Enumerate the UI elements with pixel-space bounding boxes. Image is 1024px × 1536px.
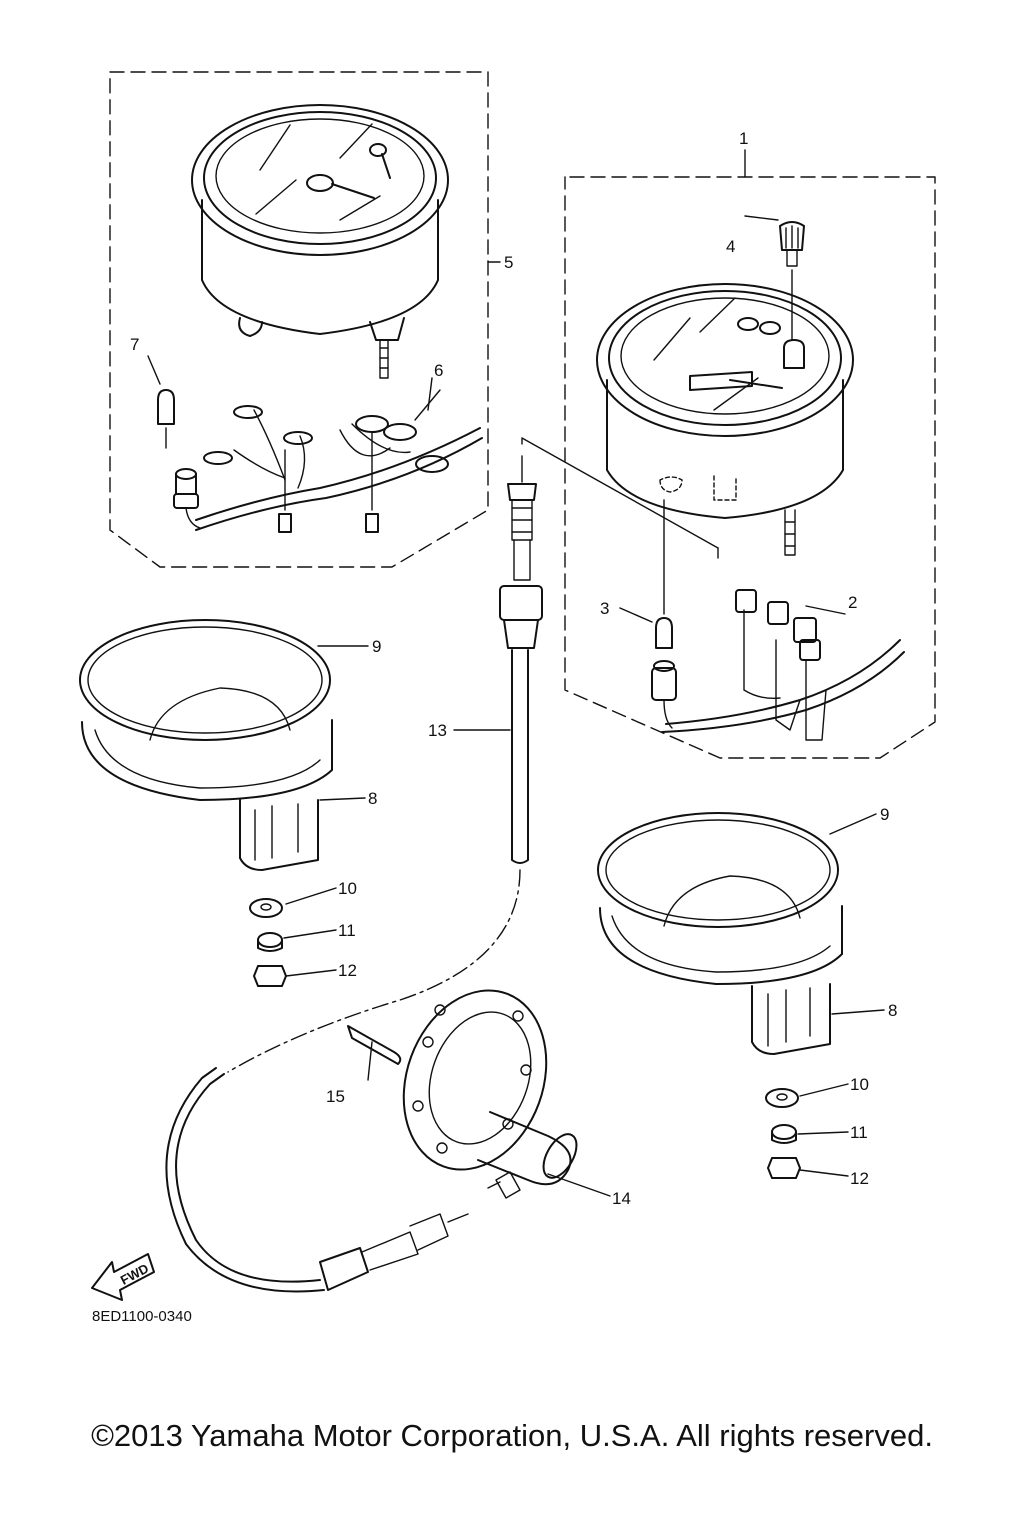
bulb-7 xyxy=(147,355,175,449)
callout-4: 4 xyxy=(726,237,735,256)
callout-6: 6 xyxy=(434,361,443,380)
callout-15: 15 xyxy=(326,1087,345,1106)
bulb-3 xyxy=(651,499,677,729)
screws-5 xyxy=(278,431,379,533)
assembly-box-5 xyxy=(109,71,501,568)
harness-2 xyxy=(661,589,905,741)
bulb-socket-5 xyxy=(173,468,201,529)
callout-8-left: 8 xyxy=(368,789,377,808)
hardware-right xyxy=(765,1088,801,1179)
lower-cable xyxy=(165,1067,469,1293)
socket-cluster xyxy=(735,589,821,661)
callout-13: 13 xyxy=(428,721,447,740)
cable-13 xyxy=(227,455,543,1073)
callout-2: 2 xyxy=(848,593,857,612)
callout-3: 3 xyxy=(600,599,609,618)
fwd-arrow-icon: FWD xyxy=(91,1253,155,1301)
callout-1: 1 xyxy=(739,129,748,148)
speedometer-drive-14 xyxy=(402,989,578,1199)
assembly-box-1 xyxy=(564,149,936,759)
fwd-label: FWD xyxy=(118,1261,151,1288)
callout-11-left: 11 xyxy=(338,921,356,940)
bracket-ring-left xyxy=(79,619,333,871)
callout-9-left: 9 xyxy=(372,637,381,656)
tachometer-gauge-1 xyxy=(596,283,854,556)
callout-12-left: 12 xyxy=(338,961,357,980)
leader-cable-to-tach xyxy=(521,437,719,549)
harness-6 xyxy=(195,389,483,531)
drawing-code: 8ED1100-0340 xyxy=(92,1308,192,1325)
callout-numbers: 1 2 3 4 5 6 7 8 8 9 9 10 10 11 11 12 12 … xyxy=(130,129,897,1208)
knob-4 xyxy=(779,221,805,341)
callout-leaders xyxy=(283,215,885,1197)
callout-9-right: 9 xyxy=(880,805,889,824)
hardware-left xyxy=(249,898,287,987)
callout-14: 14 xyxy=(612,1189,631,1208)
callout-10-left: 10 xyxy=(338,879,357,898)
callout-5: 5 xyxy=(504,253,513,272)
callout-10-right: 10 xyxy=(850,1075,869,1094)
callout-8-right: 8 xyxy=(888,1001,897,1020)
callout-7: 7 xyxy=(130,335,139,354)
callout-11-right: 11 xyxy=(850,1123,868,1142)
copyright-notice: ©2013 Yamaha Motor Corporation, U.S.A. A… xyxy=(91,1418,933,1453)
callout-12-right: 12 xyxy=(850,1169,869,1188)
bracket-ring-right xyxy=(597,812,843,1055)
pin-15 xyxy=(347,1025,402,1081)
speedometer-gauge-5 xyxy=(191,104,449,379)
